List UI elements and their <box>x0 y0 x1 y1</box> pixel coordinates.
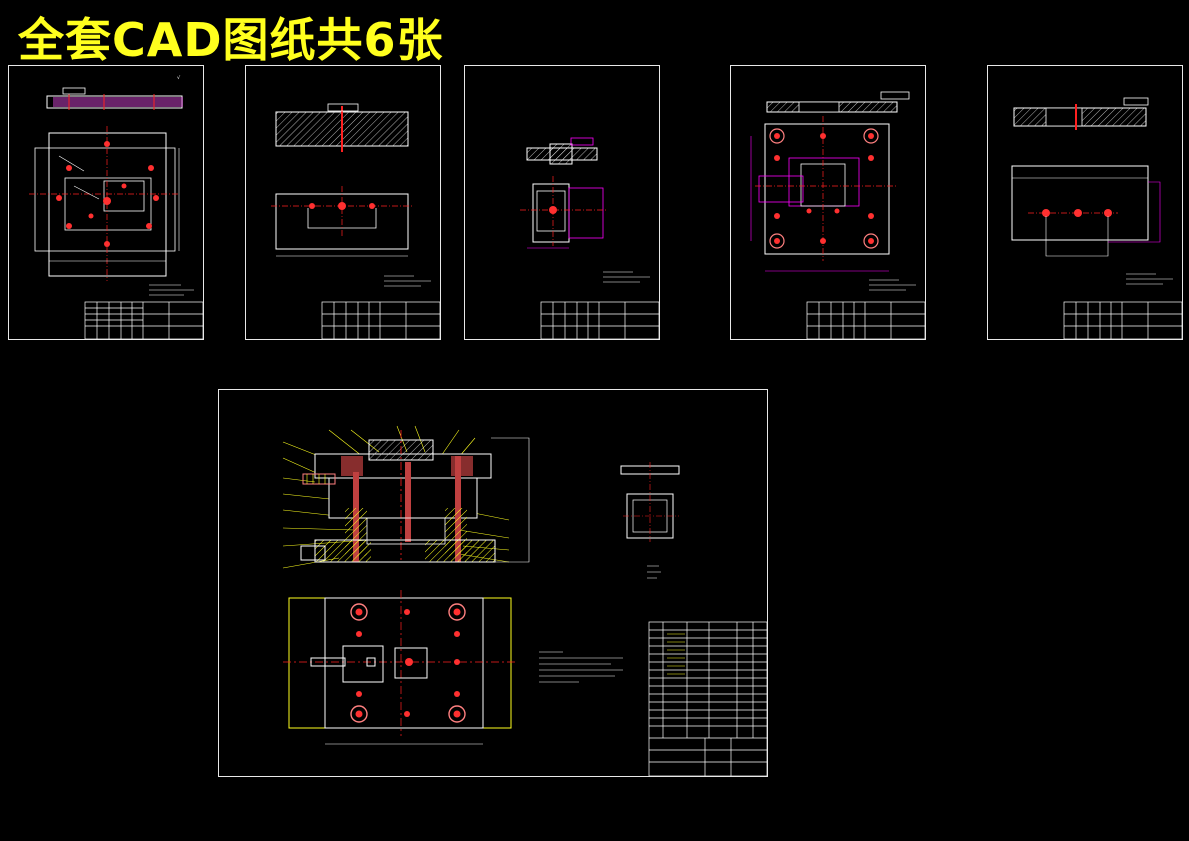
drawing-sheet-2[interactable] <box>245 65 441 340</box>
drawing-sheet-1[interactable]: √ <box>8 65 204 340</box>
drawing-sheet-4[interactable] <box>730 65 926 340</box>
svg-text:√: √ <box>177 75 181 81</box>
page-title: 全套CAD图纸共6张 <box>18 13 444 67</box>
drawing-sheet-6-assembly[interactable] <box>218 389 768 777</box>
drawing-sheet-3[interactable] <box>464 65 660 340</box>
drawing-sheet-5[interactable] <box>987 65 1183 340</box>
